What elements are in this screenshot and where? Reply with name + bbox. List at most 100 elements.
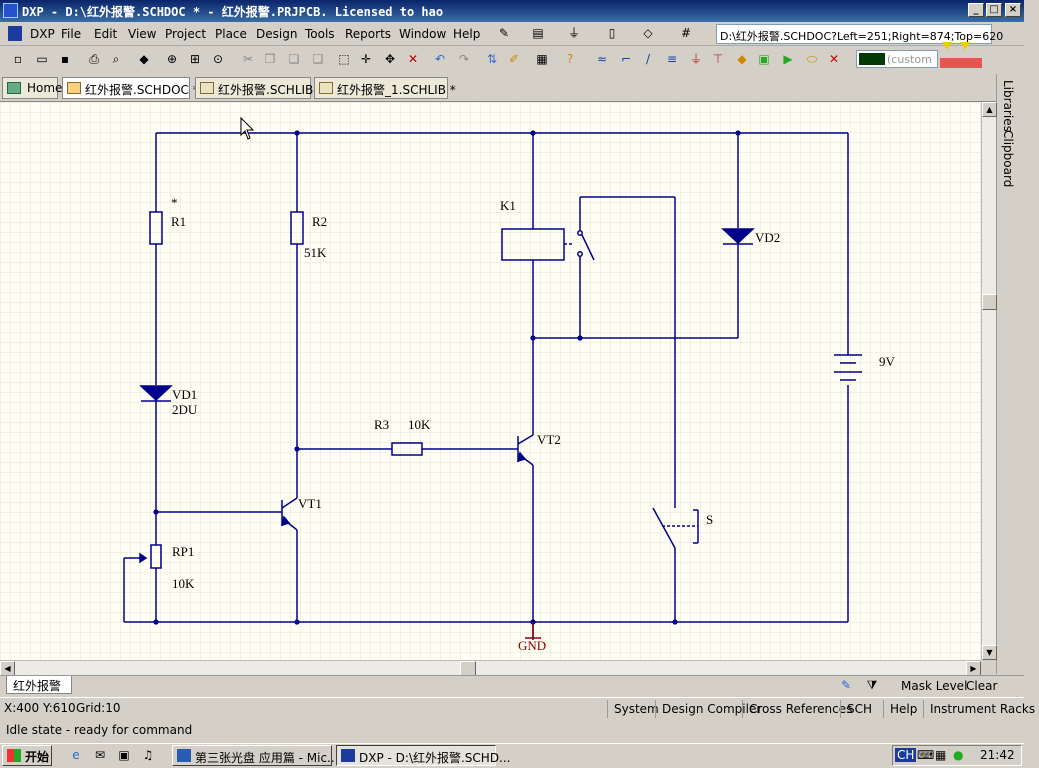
bus-tool-icon[interactable]: ▤ xyxy=(532,26,544,40)
scroll-left-icon[interactable]: ◀ xyxy=(0,661,15,676)
system-button[interactable]: System xyxy=(607,700,663,718)
resistor-r1[interactable] xyxy=(149,211,163,245)
battery-9v[interactable] xyxy=(834,354,862,381)
place-vcc-icon[interactable]: ⊤ xyxy=(712,52,724,66)
paste-icon[interactable]: ❏ xyxy=(288,52,300,66)
ie-icon[interactable]: e xyxy=(72,748,80,762)
wires[interactable] xyxy=(123,132,849,640)
part-tool-icon[interactable]: ▯ xyxy=(608,26,616,40)
app-icon[interactable] xyxy=(3,3,18,18)
save-icon[interactable]: ▪ xyxy=(60,52,70,66)
menu-file[interactable]: File xyxy=(61,27,82,41)
tab-home[interactable]: Home xyxy=(2,77,62,99)
undo-icon[interactable]: ↶ xyxy=(434,52,446,66)
resistor-r2[interactable] xyxy=(290,211,304,245)
sheet-tab[interactable]: 红外报警 xyxy=(6,676,72,694)
menu-reports[interactable]: Reports xyxy=(345,27,392,41)
status-icon[interactable]: ● xyxy=(953,748,964,762)
horizontal-scrollbar[interactable]: ◀ ▶ xyxy=(0,660,981,676)
menu-design[interactable]: Design xyxy=(256,27,298,41)
cut-icon[interactable]: ✂ xyxy=(242,52,254,66)
scroll-right-icon[interactable]: ▶ xyxy=(966,661,981,676)
select-all-icon[interactable]: ✥ xyxy=(384,52,396,66)
schematic-canvas[interactable]: * R1 R2 51K K1 VD2 VD1 2DU 9V R3 10K VT2… xyxy=(0,102,981,660)
clear-button[interactable]: Clear xyxy=(966,679,998,693)
menu-dxp[interactable]: DXP xyxy=(30,27,55,41)
transistor-vt1[interactable] xyxy=(280,497,298,531)
switch-s[interactable] xyxy=(652,507,699,549)
place-bus-icon[interactable]: ⌐ xyxy=(620,52,632,66)
place-net-label-icon[interactable]: ≡ xyxy=(666,52,678,66)
menu-view[interactable]: View xyxy=(128,27,157,41)
zoom-area-icon[interactable]: ⊞ xyxy=(189,52,201,66)
browse-icon[interactable]: ◆ xyxy=(139,52,149,66)
place-part-icon[interactable]: ◆ xyxy=(737,52,747,66)
place-sheet-icon[interactable]: ▣ xyxy=(758,52,770,66)
menu-project[interactable]: Project xyxy=(165,27,207,41)
rubber-stamp-icon[interactable]: ❑ xyxy=(312,52,324,66)
place-wire-icon[interactable]: ≈ xyxy=(596,52,608,66)
redo-icon[interactable]: ↷ xyxy=(458,52,470,66)
help-advisor-icon[interactable]: ? xyxy=(566,52,574,66)
deselect-icon[interactable]: ✕ xyxy=(407,52,419,66)
diode-vd2[interactable] xyxy=(721,228,755,245)
zoom-fit-icon[interactable]: ⊕ xyxy=(166,52,178,66)
sheet-entry-icon[interactable]: ◇ xyxy=(643,26,653,40)
desktop-icon[interactable]: ▣ xyxy=(118,748,130,762)
task-word[interactable]: 第三张光盘 应用篇 - Mic... xyxy=(172,745,339,766)
place-sheet-entry-icon[interactable]: ▶ xyxy=(783,52,793,66)
no-erc-icon[interactable]: ✕ xyxy=(828,52,840,66)
menu-place[interactable]: Place xyxy=(215,27,247,41)
start-button[interactable]: 开始 xyxy=(2,745,52,766)
browse-library-icon[interactable]: ▦ xyxy=(536,52,548,66)
relay-contact[interactable] xyxy=(564,230,595,261)
menu-help[interactable]: Help xyxy=(453,27,481,41)
libraries-panel-tab[interactable]: Libraries xyxy=(1001,80,1015,132)
print-icon[interactable]: ⎙ xyxy=(89,52,99,66)
clipboard-panel-tab[interactable]: Clipboard xyxy=(1001,130,1015,188)
color-selector[interactable]: (custom xyxy=(856,50,938,68)
close-button[interactable]: × xyxy=(1005,3,1021,17)
gnd-symbol[interactable] xyxy=(525,622,541,639)
network-icon[interactable]: ▦ xyxy=(935,748,947,762)
document-path-field[interactable]: D:\红外报警.SCHDOC?Left=251;Right=874;Top=62… xyxy=(716,24,1003,44)
ime-indicator[interactable]: CH xyxy=(895,748,917,762)
diode-vd1[interactable] xyxy=(139,385,173,402)
menu-tools[interactable]: Tools xyxy=(305,27,335,41)
scroll-thumb-h[interactable] xyxy=(460,661,476,676)
grid-tool-icon[interactable]: # xyxy=(680,26,692,40)
copy-icon[interactable]: ❐ xyxy=(264,52,276,66)
tab-schlib-1[interactable]: 红外报警_1.SCHLIB * xyxy=(314,77,456,99)
resistor-r3[interactable] xyxy=(391,442,423,456)
mask-pen-icon[interactable]: ✎ xyxy=(840,678,852,692)
sch-button[interactable]: SCH xyxy=(840,700,876,718)
open-icon[interactable]: ▭ xyxy=(36,52,48,66)
ground-tool-icon[interactable]: ⏚ xyxy=(567,26,580,40)
help-panel-button[interactable]: Help xyxy=(883,700,921,718)
place-bus-entry-icon[interactable]: / xyxy=(645,52,651,66)
move-icon[interactable]: ✛ xyxy=(360,52,372,66)
potentiometer-rp1[interactable] xyxy=(150,544,162,569)
media-icon[interactable]: ♫ xyxy=(142,748,154,762)
task-dxp[interactable]: DXP - D:\红外报警.SCHD... xyxy=(336,745,511,766)
minimize-button[interactable]: _ xyxy=(968,3,984,17)
new-icon[interactable]: ▫ xyxy=(13,52,23,66)
select-area-icon[interactable]: ⬚ xyxy=(338,52,350,66)
place-gnd-icon[interactable]: ⏚ xyxy=(689,52,702,66)
wire-tool-icon[interactable]: ✎ xyxy=(498,26,510,40)
scroll-down-icon[interactable]: ▼ xyxy=(982,645,997,660)
hierarchy-icon[interactable]: ⇅ xyxy=(486,52,498,66)
tab-schlib[interactable]: 红外报警.SCHLIB xyxy=(195,77,313,99)
maximize-button[interactable]: □ xyxy=(986,3,1002,17)
place-port-icon[interactable]: ⬭ xyxy=(806,52,818,66)
keyboard-icon[interactable]: ⌨ xyxy=(917,748,935,762)
design-compiler-button[interactable]: Design Compiler xyxy=(655,700,765,718)
dxp-logo-icon[interactable] xyxy=(8,26,22,41)
zoom-selected-icon[interactable]: ⊙ xyxy=(212,52,224,66)
menu-edit[interactable]: Edit xyxy=(94,27,118,41)
filter-icon[interactable]: ⧩ xyxy=(866,678,878,692)
cross-references-button[interactable]: Cross References xyxy=(742,700,856,718)
scroll-thumb-v[interactable] xyxy=(982,294,997,310)
outlook-icon[interactable]: ✉ xyxy=(94,748,106,762)
transistor-vt2[interactable] xyxy=(516,434,534,466)
